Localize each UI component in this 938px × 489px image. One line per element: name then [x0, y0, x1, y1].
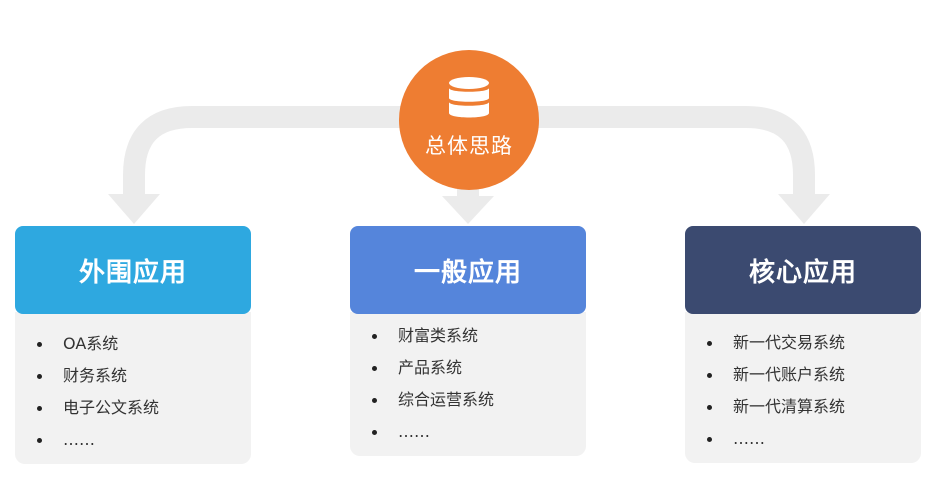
item-label: 新一代交易系统 [733, 333, 846, 352]
bullet-icon [37, 374, 42, 379]
card-body: OA系统 财务系统 电子公文系统 …… [15, 312, 251, 464]
bullet-icon [372, 366, 377, 371]
list-item: 新一代交易系统 [707, 327, 921, 359]
item-list: 新一代交易系统 新一代账户系统 新一代清算系统 …… [685, 327, 921, 455]
card-body: 新一代交易系统 新一代账户系统 新一代清算系统 …… [685, 312, 921, 463]
card-peripheral-apps: 外围应用 OA系统 财务系统 电子公文系统 …… [15, 226, 251, 464]
list-item: 新一代清算系统 [707, 391, 921, 423]
connector-right [470, 106, 815, 196]
center-node: 总体思路 [399, 50, 539, 190]
item-label: 综合运营系统 [398, 390, 495, 409]
bullet-icon [707, 341, 712, 346]
list-item: …… [707, 423, 921, 455]
center-title: 总体思路 [425, 134, 513, 158]
list-item: 新一代账户系统 [707, 359, 921, 391]
list-item: 电子公文系统 [37, 392, 251, 424]
arrowhead-left [108, 194, 160, 224]
item-label: …… [63, 430, 95, 449]
item-label: …… [398, 422, 430, 441]
card-general-apps: 一般应用 财富类系统 产品系统 综合运营系统 …… [350, 226, 586, 456]
list-item: OA系统 [37, 328, 251, 360]
bullet-icon [372, 334, 377, 339]
arrowhead-center [442, 196, 494, 224]
arrowhead-right [778, 194, 830, 224]
card-core-apps: 核心应用 新一代交易系统 新一代账户系统 新一代清算系统 …… [685, 226, 921, 463]
item-label: 财富类系统 [398, 326, 479, 345]
bullet-icon [37, 406, 42, 411]
item-label: 新一代账户系统 [733, 365, 846, 384]
card-body: 财富类系统 产品系统 综合运营系统 …… [350, 312, 586, 456]
list-item: …… [372, 416, 586, 448]
list-item: 财务系统 [37, 360, 251, 392]
database-icon [449, 77, 489, 118]
list-item: 产品系统 [372, 352, 586, 384]
item-label: 电子公文系统 [63, 398, 160, 417]
bullet-icon [372, 398, 377, 403]
card-header: 一般应用 [350, 226, 586, 314]
item-label: 新一代清算系统 [733, 397, 846, 416]
connector-left [123, 106, 470, 196]
item-label: …… [733, 429, 765, 448]
item-list: 财富类系统 产品系统 综合运营系统 …… [350, 320, 586, 448]
bullet-icon [37, 342, 42, 347]
item-label: 产品系统 [398, 358, 463, 377]
item-list: OA系统 财务系统 电子公文系统 …… [15, 328, 251, 456]
item-label: OA系统 [63, 334, 119, 353]
item-label: 财务系统 [63, 366, 128, 385]
list-item: 财富类系统 [372, 320, 586, 352]
bullet-icon [707, 405, 712, 410]
card-header: 外围应用 [15, 226, 251, 314]
list-item: …… [37, 424, 251, 456]
bullet-icon [707, 373, 712, 378]
bullet-icon [707, 437, 712, 442]
bullet-icon [37, 438, 42, 443]
card-header: 核心应用 [685, 226, 921, 314]
list-item: 综合运营系统 [372, 384, 586, 416]
bullet-icon [372, 430, 377, 435]
